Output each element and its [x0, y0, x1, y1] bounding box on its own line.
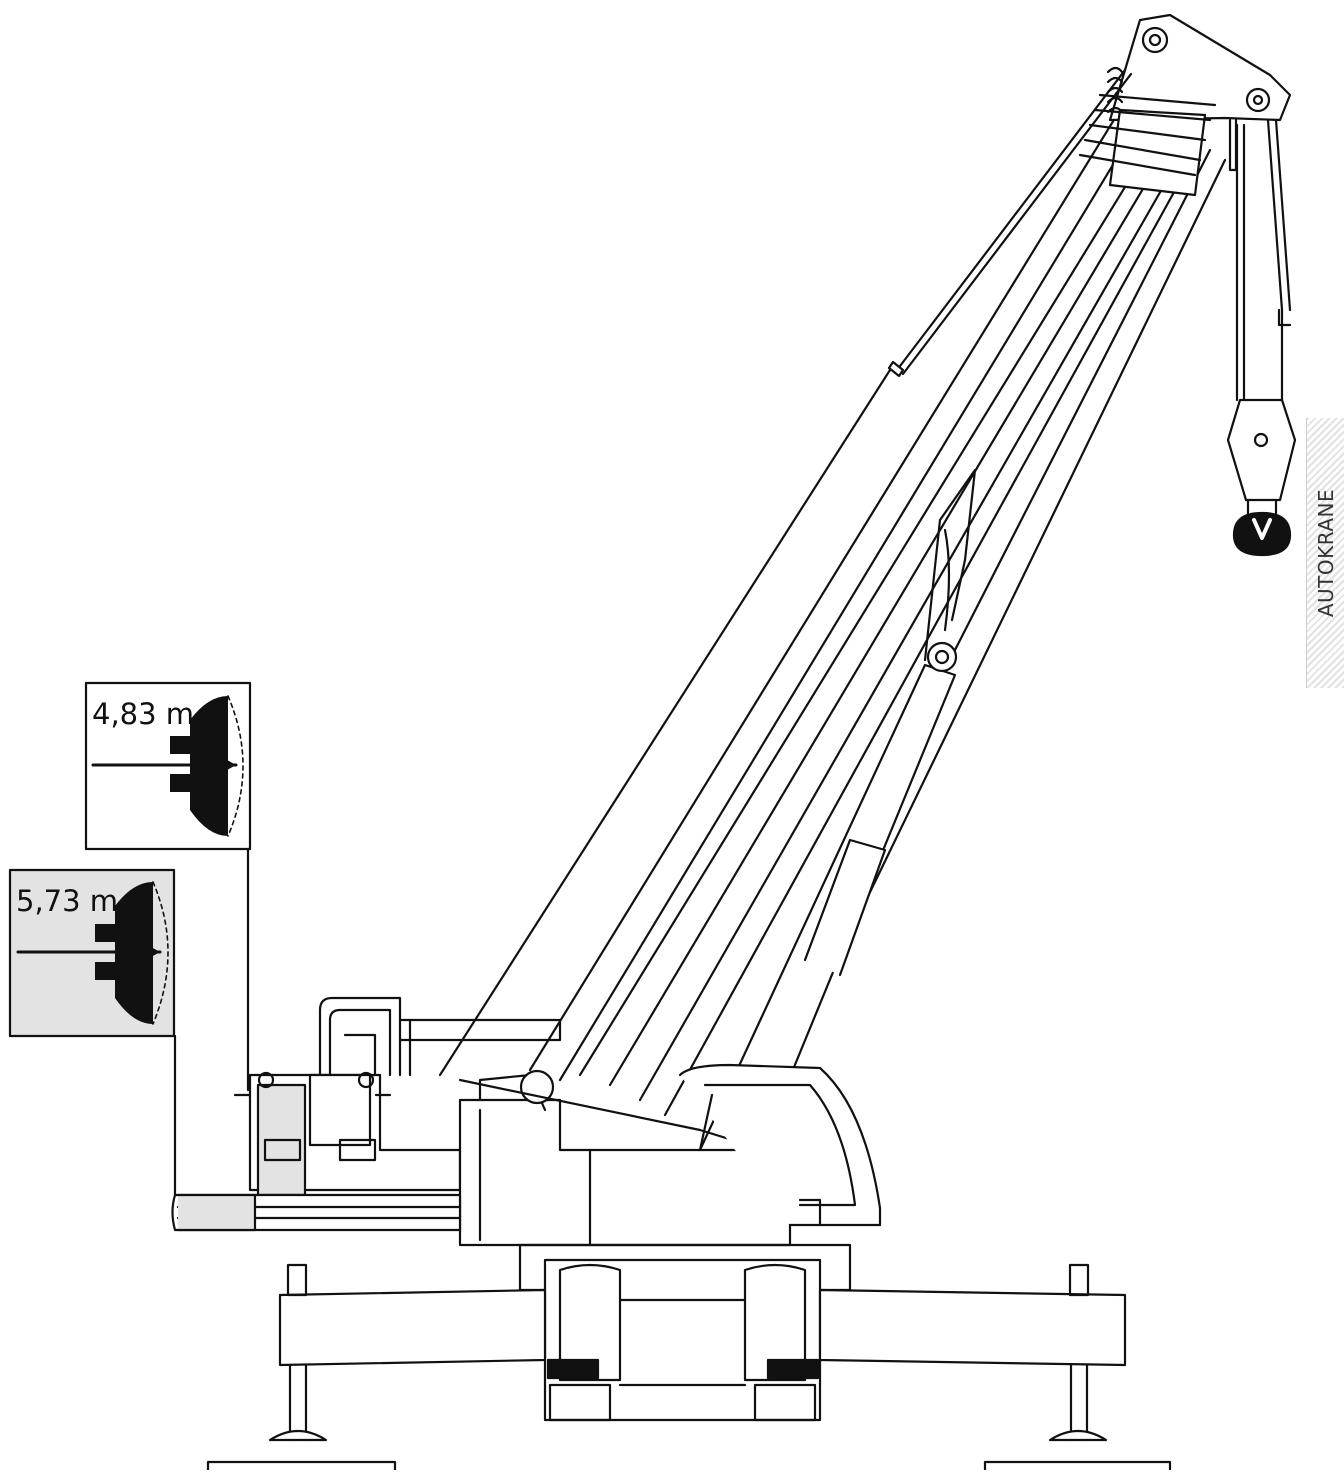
section-tab[interactable]: AUTOKRANE — [1306, 418, 1344, 688]
superstructure — [171, 996, 882, 1247]
telescopic-boom — [438, 13, 1292, 1152]
outriggers — [206, 1263, 1172, 1472]
chassis — [518, 1243, 852, 1422]
callout-5-73: 5,73 m — [8, 868, 177, 1197]
callout-4-83: 4,83 m — [84, 681, 252, 1092]
callout-label: 5,73 m — [16, 884, 118, 918]
hoist-rope — [1228, 118, 1292, 402]
section-tab-label: AUTOKRANE — [1314, 488, 1338, 618]
hook-block-icon — [1226, 398, 1297, 557]
luffing-cylinder — [698, 468, 977, 1152]
callout-label: 4,83 m — [92, 697, 194, 731]
